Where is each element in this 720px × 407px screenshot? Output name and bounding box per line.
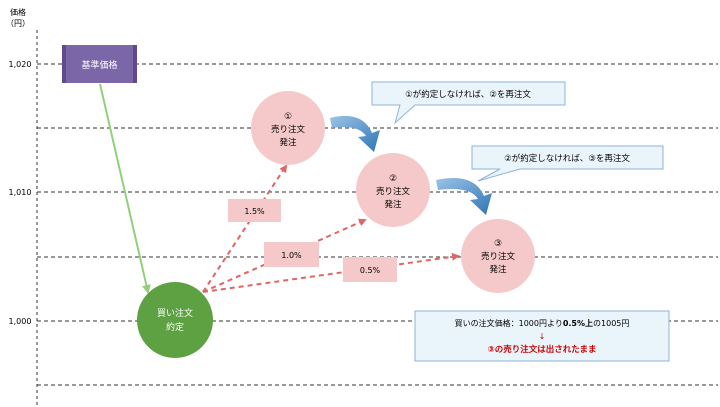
callout-2: ②が約定しなければ、③を再注文 [471,145,664,182]
dashed-arrow-to-sell-1 [202,164,288,293]
percent-text-1-5: 1.5% [244,207,265,216]
tick-label-1020: 1,020 [9,60,32,69]
percent-label-0-5: 0.5% [343,257,397,282]
sell-order-node-2: ② 売り注文 発注 [356,153,430,227]
info-box: 買いの注文価格：1000円より0.5%上の1005円 ↓ ③の売り注文は出された… [414,310,670,362]
info-down-arrow: ↓ [539,332,546,341]
buy-node-line2: 約定 [166,321,184,333]
axis-unit: （円） [6,19,30,28]
base-to-buy-arrow [99,83,151,294]
percent-text-0-5: 0.5% [360,266,381,275]
callout-1-text: ①が約定しなければ、②を再注文 [405,89,531,100]
dashed-arrow-to-sell-3 [202,252,460,293]
base-price-box: 基準価格 [62,45,137,83]
sell-order-node-3: ③ 売り注文 発注 [461,219,535,293]
tick-label-1000: 1,000 [9,317,32,326]
info-line-2: ③の売り注文は出されたまま [488,344,597,355]
info-line-1: 買いの注文価格：1000円より0.5%上の1005円 [455,318,630,328]
sell-node-2-line2: 発注 [384,199,402,210]
percent-label-1-0: 1.0% [264,242,319,267]
percent-label-1-5: 1.5% [228,199,281,222]
callout-2-text: ②が約定しなければ、③を再注文 [504,153,630,164]
sell-node-1-number: ① [284,112,292,122]
buy-order-node: 買い注文 約定 [137,282,213,358]
sell-order-node-1: ① 売り注文 発注 [251,91,325,165]
blue-curved-arrow-1 [330,115,380,152]
sell-node-2-number: ② [389,174,397,184]
percent-text-1-0: 1.0% [281,251,302,260]
axis-title: 価格 [10,7,26,17]
blue-curved-arrow-2 [436,178,492,215]
sell-node-1-line1: 売り注文 [271,124,306,135]
sell-node-3-number: ③ [494,239,502,249]
sell-node-3-line1: 売り注文 [481,251,516,262]
callout-1: ①が約定しなければ、②を再注文 [371,81,566,125]
sell-node-3-line2: 発注 [489,264,507,275]
sell-node-2-line1: 売り注文 [376,186,411,197]
sell-node-1-line2: 発注 [279,137,297,148]
dashed-arrow-to-sell-2 [202,218,367,293]
base-price-label: 基準価格 [81,59,117,71]
tick-label-1010: 1,010 [9,188,32,197]
buy-node-line1: 買い注文 [157,307,193,319]
